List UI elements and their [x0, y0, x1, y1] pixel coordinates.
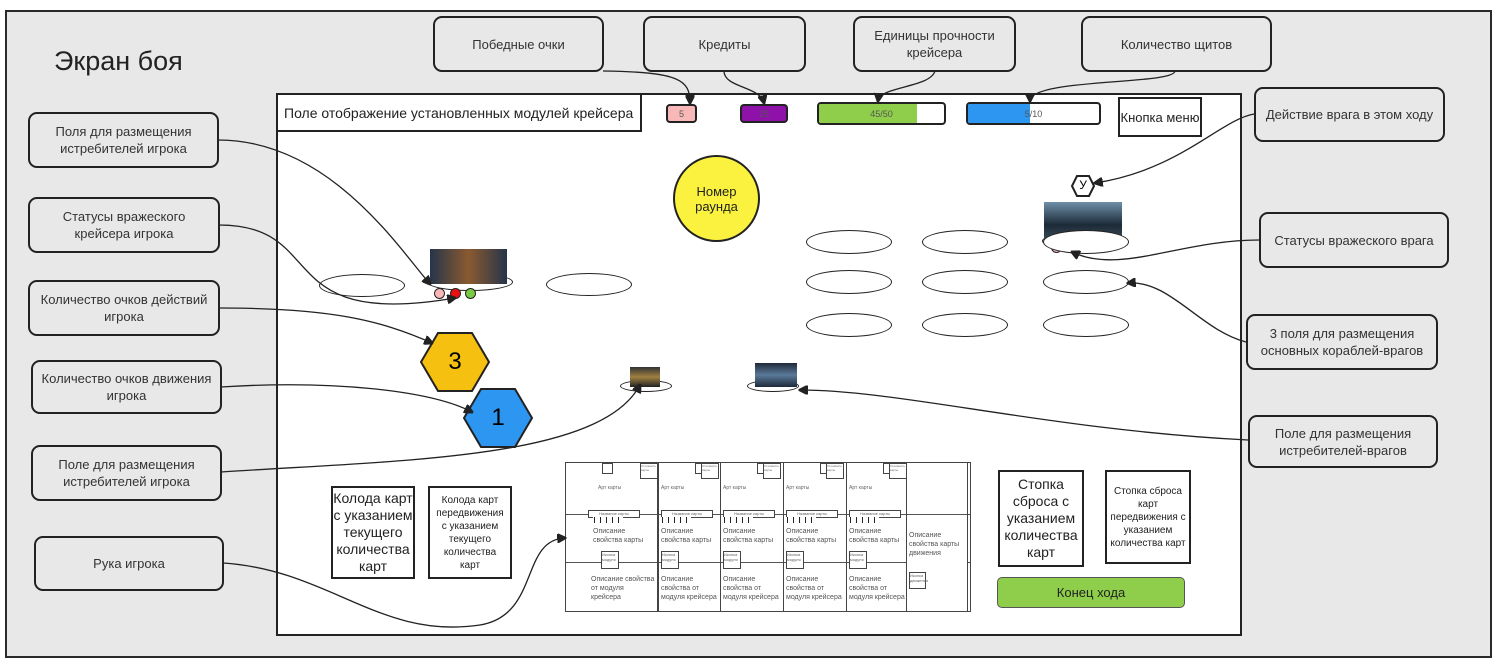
discard-pile[interactable]: Стопка сброса с указанием количества кар…: [998, 470, 1084, 567]
card-type-box: [602, 463, 613, 474]
card-art: Арт карты: [849, 485, 873, 491]
hull-value: 45/50: [870, 108, 893, 119]
card-art: Арт карты: [598, 485, 622, 491]
card-art: Арт карты: [723, 485, 747, 491]
callout-enemy-statuses: Статусы вражеского врага: [1259, 212, 1449, 268]
move-deck-pile[interactable]: Колода карт передвижения с указанием тек…: [428, 486, 512, 579]
callout-credits: Кредиты: [643, 16, 806, 72]
shield-fill: [968, 104, 1030, 123]
module-description: Описание свойства от модуля крейсера: [591, 576, 655, 601]
module-icon: Иконка модуля: [786, 551, 804, 569]
player-status-dot: [465, 288, 476, 299]
callout-player-cruiser-statuses: Статусы вражеского крейсера игрока: [28, 197, 220, 253]
player-fighter-image: [630, 367, 660, 387]
callout-hand: Рука игрока: [34, 536, 224, 591]
enemy-ship-slot[interactable]: [1043, 313, 1129, 337]
move-points-hex: [462, 388, 534, 448]
callout-player-fighter-fields: Поля для размещения истребителей игрока: [28, 112, 219, 168]
move-card-description: Описание свойства карты движения: [909, 532, 960, 557]
enemy-intent-label: У: [1079, 178, 1087, 192]
hand-card[interactable]: Стоимость карты Арт карты Название карты…: [565, 462, 658, 612]
card-cost: Стоимость карты: [826, 463, 844, 479]
round-number: Номер раунда: [673, 155, 760, 242]
modules-field: Поле отображение установленных модулей к…: [276, 93, 642, 132]
card-description: Описание свойства карты: [786, 528, 837, 544]
victory-points-value: 5: [678, 108, 684, 119]
card-cost-icons: [593, 517, 623, 523]
enemy-ship-slot[interactable]: [806, 230, 892, 254]
menu-button[interactable]: Кнопка меню: [1118, 97, 1202, 137]
enemy-ship-slot[interactable]: [806, 313, 892, 337]
player-fighter-slot[interactable]: [319, 274, 405, 297]
action-points-hex: [419, 332, 491, 392]
move-points-value: 1: [491, 404, 505, 431]
enemy-ship-slot[interactable]: [1043, 230, 1129, 254]
module-icon: Иконка модуля: [661, 551, 679, 569]
hull-bar: 45/50: [817, 102, 946, 125]
card-cost: Стоимость карты: [701, 463, 719, 479]
player-cruiser-image: [430, 249, 507, 284]
enemy-ship-slot[interactable]: [806, 270, 892, 294]
move-discard-pile[interactable]: Стопка сброса карт передвижения с указан…: [1105, 470, 1191, 564]
player-status-dot: [434, 288, 445, 299]
callout-enemy-ship-fields: 3 поля для размещения основных кораблей-…: [1246, 314, 1438, 370]
module-description: Описание свойства от модуля крейсера: [661, 576, 717, 601]
module-icon: Иконка модуля: [601, 551, 619, 569]
callout-player-fighter-field: Поле для размещения истребителей игрока: [31, 445, 222, 501]
deck-pile[interactable]: Колода карт с указанием текущего количес…: [331, 486, 415, 579]
callout-victory-points: Победные очки: [433, 16, 604, 72]
card-description: Описание свойства карты: [849, 528, 900, 544]
enemy-fighter-image: [755, 363, 797, 387]
card-cost-icons: [661, 517, 691, 523]
enemy-ship-slot[interactable]: [1043, 270, 1129, 294]
card-art: Арт карты: [661, 485, 685, 491]
card-cost: Стоимость карты: [640, 463, 658, 479]
enemy-ship-slot[interactable]: [922, 313, 1008, 337]
enemy-ship-slot[interactable]: [922, 270, 1008, 294]
callout-enemy-action: Действие врага в этом ходу: [1254, 87, 1445, 142]
module-icon: Иконка модуля: [849, 551, 867, 569]
callout-hull-points: Единицы прочности крейсера: [853, 16, 1016, 72]
credits-value: 25: [758, 108, 769, 119]
card-cost-icons: [849, 517, 879, 523]
module-description: Описание свойства от модуля крейсера: [786, 576, 842, 601]
card-cost: Стоимость карты: [763, 463, 781, 479]
shield-bar: 5/10: [966, 102, 1101, 125]
victory-points-counter: 5: [666, 104, 697, 123]
callout-shields: Количество щитов: [1081, 16, 1272, 72]
enemy-ship-slot[interactable]: [922, 230, 1008, 254]
card-cost-icons: [723, 517, 753, 523]
card-description: Описание свойства карты: [593, 528, 644, 544]
page-title: Экран боя: [54, 46, 183, 76]
module-description: Описание свойства от модуля крейсера: [849, 576, 905, 601]
hull-fill: [819, 104, 917, 123]
player-fighter-slot[interactable]: [546, 273, 632, 296]
callout-action-points: Количество очков действий игрока: [28, 280, 220, 336]
shield-value: 5/10: [1024, 108, 1043, 119]
move-card[interactable]: Описание свойства карты движения Иконка …: [906, 462, 968, 612]
callout-move-points: Количество очков движения игрока: [31, 360, 222, 414]
card-description: Описание свойства карты: [661, 528, 712, 544]
callout-enemy-fighter-field: Поле для размещения истребителей-врагов: [1248, 415, 1438, 468]
card-art: Арт карты: [786, 485, 810, 491]
card-cost-icons: [786, 517, 816, 523]
module-description: Описание свойства от модуля крейсера: [723, 576, 779, 601]
card-description: Описание свойства карты: [723, 528, 774, 544]
end-turn-button[interactable]: Конец хода: [997, 577, 1185, 608]
module-icon: Иконка модуля: [723, 551, 741, 569]
move-icon: Иконка движения: [909, 572, 928, 589]
action-points-value: 3: [448, 348, 462, 375]
